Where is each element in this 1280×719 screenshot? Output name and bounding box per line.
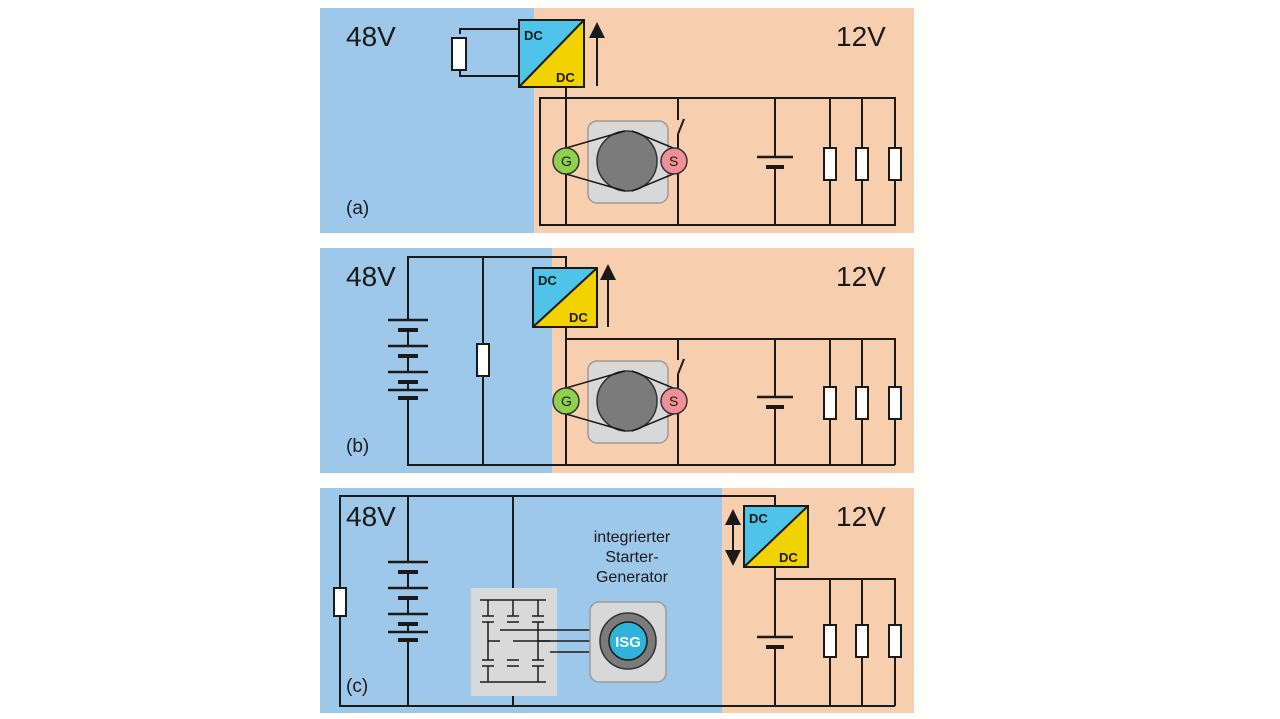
panel-c-12v-battery-icon [757,635,793,649]
panel-b-12v-label: 12V [836,261,886,292]
panel-c-48v-wiring [339,495,895,707]
panel-c-load-3-icon [888,624,902,658]
panel-c-caption-line-1: integrierter [594,529,671,546]
panel-c-12v-label: 12V [836,501,886,532]
panel-c-dc-dc-converter: DC DC [743,505,809,568]
panel-b-dc-bottom-label: DC [569,310,588,325]
panel-c-tag: (c) [346,676,368,697]
panel-a-load-2-icon [855,147,869,181]
panel-c-dc-bottom-label: DC [779,550,798,565]
panel-c-dc-top-label: DC [749,511,768,526]
panel-b-48v-wiring [407,256,895,466]
panel-a-12v-battery-icon [757,155,793,169]
panel-a-resistor-icon [451,37,467,71]
panel-b-12v-wiring [565,327,896,465]
panel-c-caption-line-2: Starter- [605,549,658,566]
panel-a-starter-label: S [669,153,678,169]
panel-b-generator-label: G [561,393,572,409]
panel-b-generator-icon: G [552,387,580,415]
panel-b-48v-load-icon [476,343,490,377]
panel-c-caption-line-3: Generator [596,569,669,586]
panel-c-isg-icon: ISG [589,601,667,683]
panel-b-48v-battery-icon [388,318,428,400]
panel-c-48v-load-icon [333,587,347,617]
panel-b-dc-top-label: DC [538,273,557,288]
panel-a-dc-dc-converter: DC DC [518,19,585,88]
panel-a-12v-wiring [539,87,896,226]
panel-c: 48V 12V (c) integrierter Starter- Genera… [320,488,914,713]
panel-b: 48V 12V (b) DC DC [320,248,914,473]
panel-a-starter-switch-icon [677,118,685,135]
panel-c-48v-battery-icon [388,560,428,642]
panel-c-load-1-icon [823,624,837,658]
panel-b-engine-icon [565,360,679,444]
panel-c-inverter-icon [471,588,557,696]
panel-b-48v-label: 48V [346,261,396,292]
panel-b-48v-zone [320,248,552,473]
panel-c-48v-label: 48V [346,501,396,532]
panel-a-48v-label: 48V [346,21,396,52]
panel-a-generator-label: G [561,153,572,169]
panel-b-load-3-icon [888,386,902,420]
panel-b-tag: (b) [346,436,369,457]
panel-a-resistor-wire [459,28,520,77]
panel-a-starter-icon: S [660,147,688,175]
panel-a-tag: (a) [346,198,369,219]
panel-c-isg-label: ISG [615,634,641,651]
panel-b-starter-icon: S [660,387,688,415]
panel-b-starter-label: S [669,393,678,409]
panel-a-12v-label: 12V [836,21,886,52]
panel-a: 48V 12V (a) DC DC [320,8,914,233]
panel-a-load-3-icon [888,147,902,181]
panel-a-generator-icon: G [552,147,580,175]
panel-a-engine-icon [565,120,679,204]
panel-a-load-1-icon [823,147,837,181]
panel-b-12v-battery-icon [757,395,793,409]
panel-c-load-2-icon [855,624,869,658]
panel-b-load-2-icon [855,386,869,420]
panel-a-dc-top-label: DC [524,28,543,43]
panel-b-starter-switch-icon [677,358,685,375]
panel-b-load-1-icon [823,386,837,420]
panel-c-12v-wiring [774,567,896,706]
panel-a-dc-bottom-label: DC [556,70,575,85]
panel-b-dc-dc-converter: DC DC [532,267,598,328]
panel-a-48v-zone [320,8,534,233]
